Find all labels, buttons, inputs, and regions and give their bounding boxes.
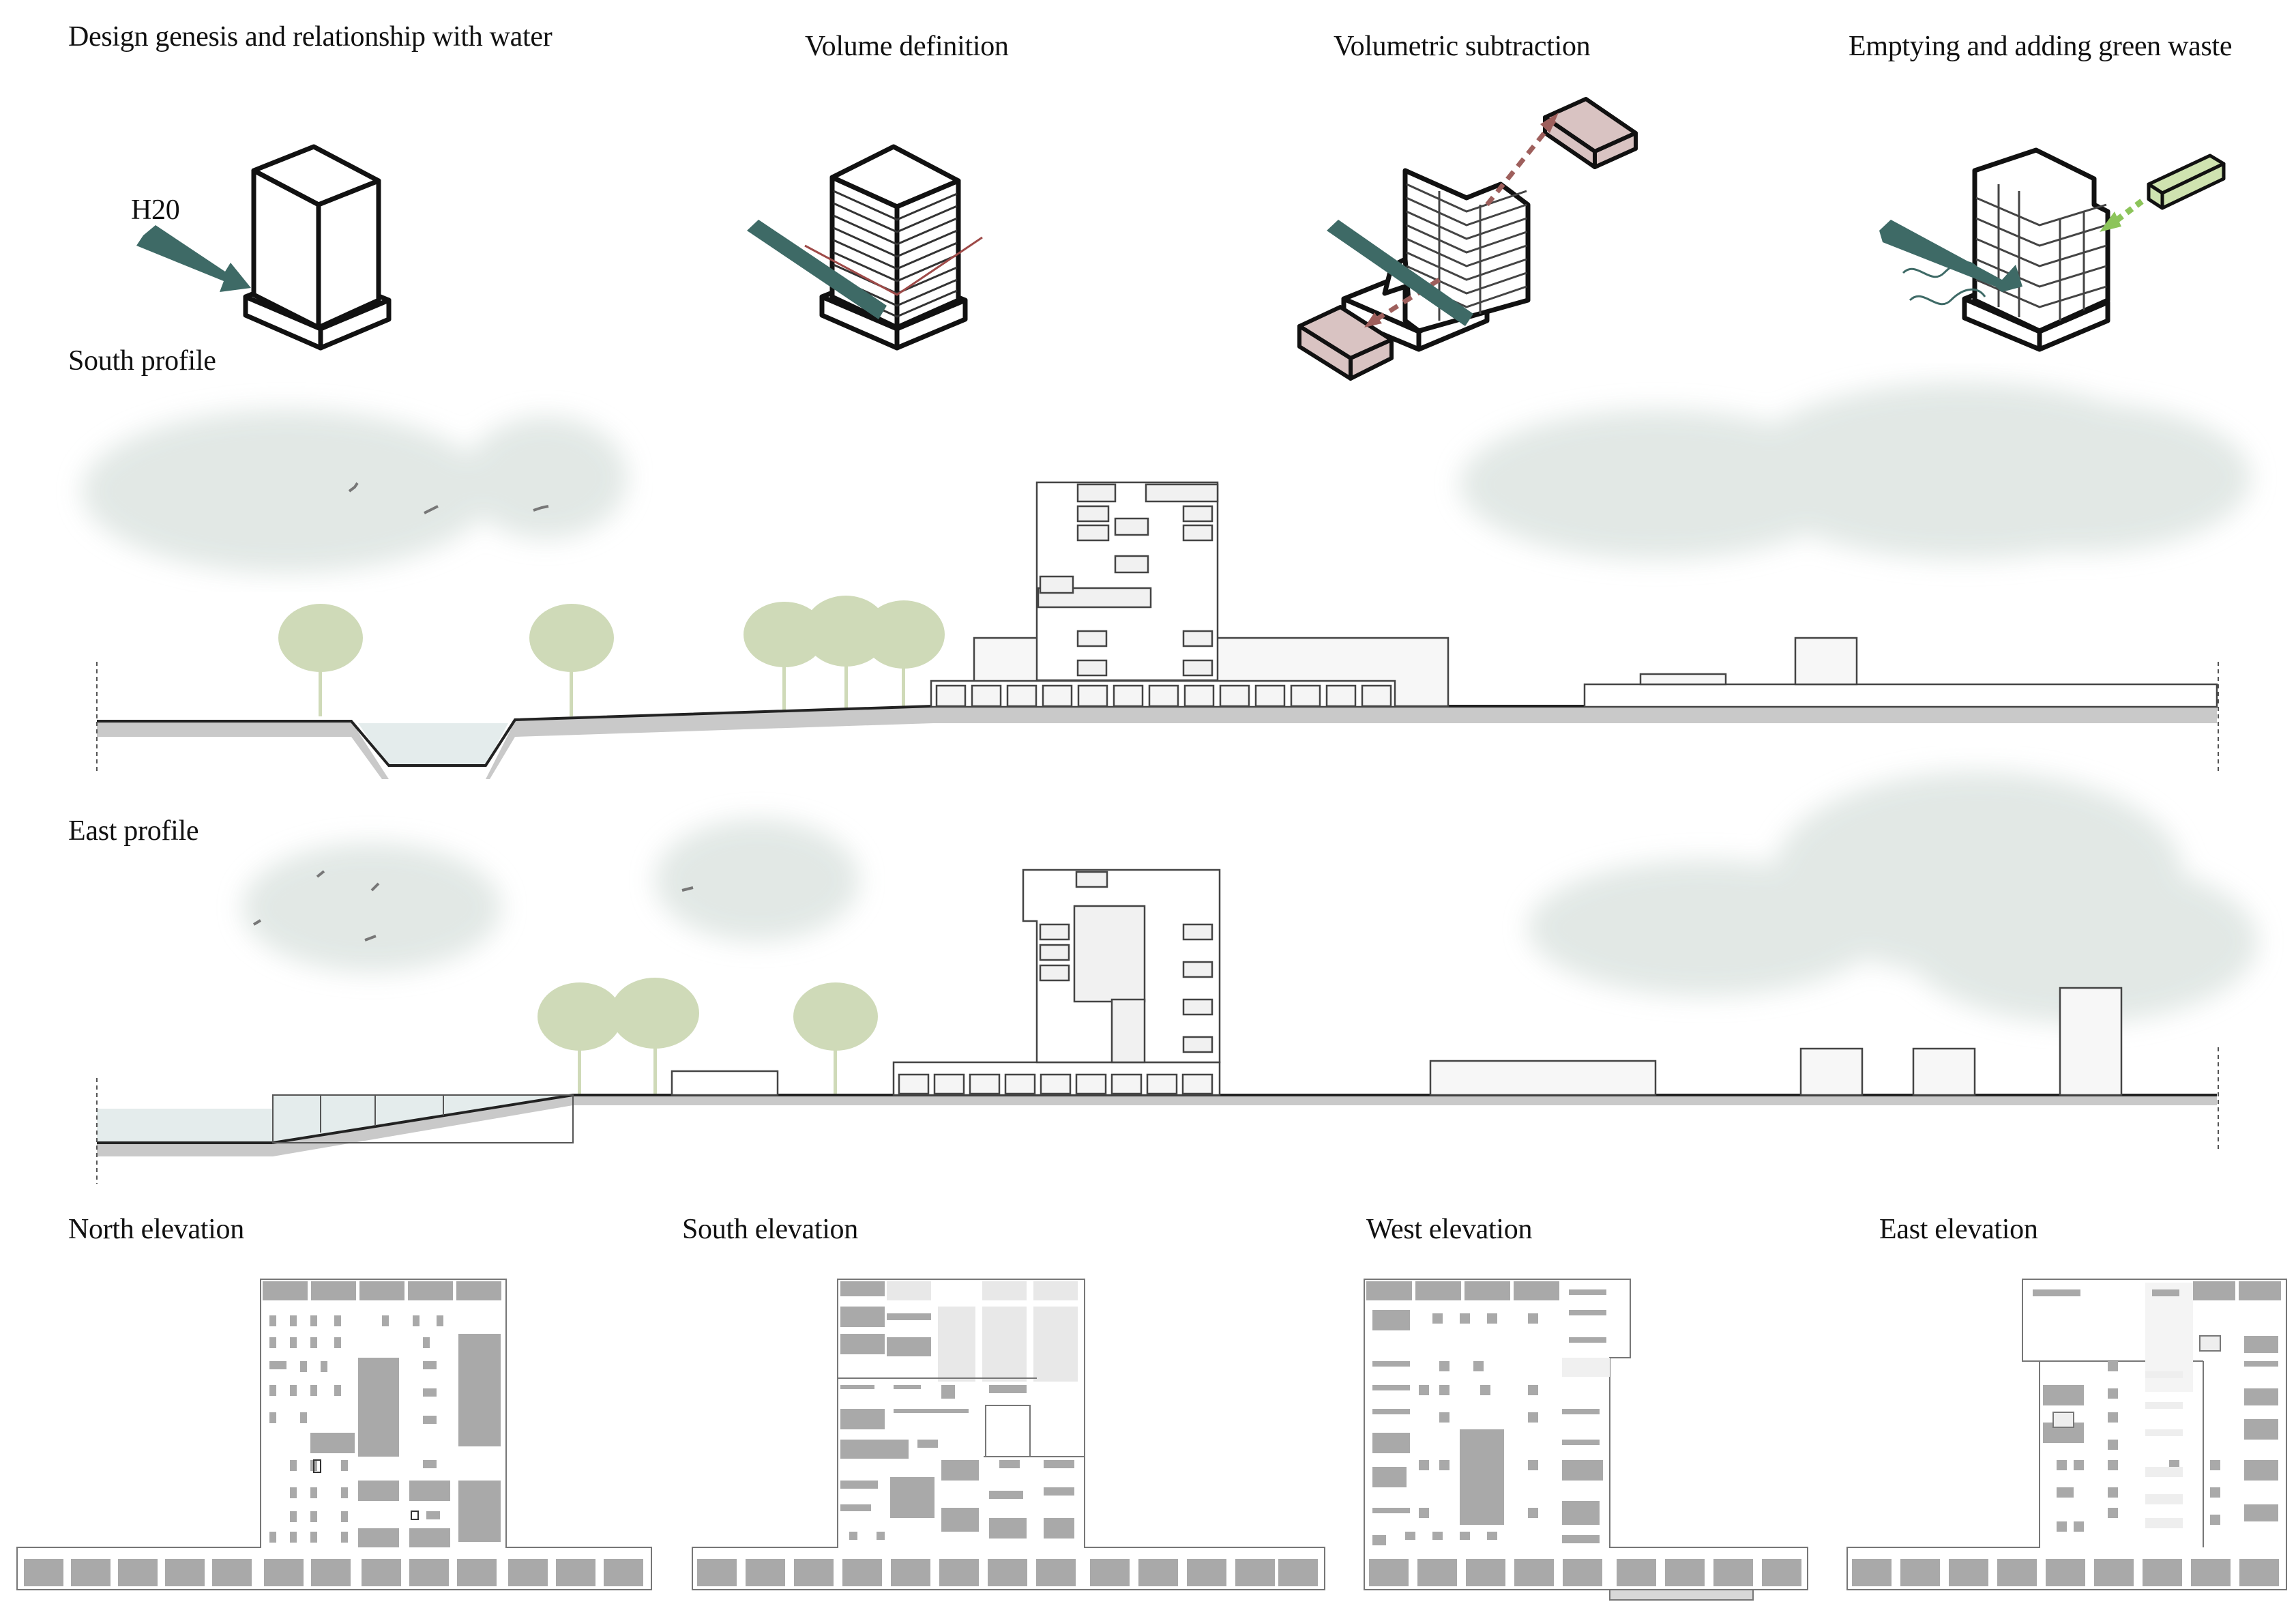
step-4-title: Emptying and adding green waste — [1849, 31, 2233, 62]
step-4-tower — [1962, 147, 2110, 352]
step-1-title: Design genesis and relationship with wat… — [68, 21, 553, 53]
east-building — [671, 869, 2123, 1096]
water-wave-icon — [1902, 261, 1986, 306]
water-arrow-4 — [1879, 220, 2022, 292]
south-building — [930, 481, 2218, 708]
step-3-floor-lines — [1406, 183, 1527, 321]
south-trees — [278, 596, 945, 716]
water-arrow-3 — [1327, 220, 1473, 326]
south-profile-title: South profile — [68, 345, 216, 377]
step-2-tower — [819, 144, 968, 351]
south-elevation — [692, 1279, 1325, 1590]
water-arrow-1 — [136, 225, 251, 292]
green-arrow — [2113, 199, 2144, 224]
step-3-title: Volumetric subtraction — [1334, 31, 1591, 62]
step-4-cells — [1975, 184, 2107, 321]
east-birds — [252, 870, 694, 942]
water-arrow-2 — [747, 220, 887, 319]
east-ground — [96, 1047, 2219, 1184]
green-block — [2147, 154, 2226, 210]
south-birds — [348, 482, 549, 514]
east-elevation-title: East elevation — [1879, 1214, 2038, 1245]
step-2-title: Volume definition — [805, 31, 1009, 62]
east-trees — [538, 978, 878, 1095]
east-clouds — [242, 771, 2258, 1023]
east-profile-title: East profile — [68, 815, 199, 847]
subtraction-arrowhead-bottom — [1364, 312, 1382, 327]
step-2-floor-lines — [833, 190, 958, 318]
green-arrowhead — [2100, 212, 2121, 232]
water-cut-line — [804, 236, 983, 296]
subtracted-block-top — [1543, 97, 1638, 169]
subtracted-block-bottom — [1297, 305, 1394, 381]
north-elevation-title: North elevation — [68, 1214, 244, 1245]
west-elevation-title: West elevation — [1366, 1214, 1533, 1245]
subtraction-arrows — [1373, 117, 1557, 323]
subtraction-arrowhead-top — [1540, 113, 1559, 133]
water-tag: H20 — [131, 194, 180, 226]
west-elevation — [1364, 1279, 1808, 1601]
east-elevation — [1846, 1279, 2287, 1590]
north-elevation — [16, 1279, 652, 1590]
south-clouds — [82, 382, 2251, 573]
step-1-tower — [243, 144, 392, 351]
south-elevation-title: South elevation — [682, 1214, 858, 1245]
